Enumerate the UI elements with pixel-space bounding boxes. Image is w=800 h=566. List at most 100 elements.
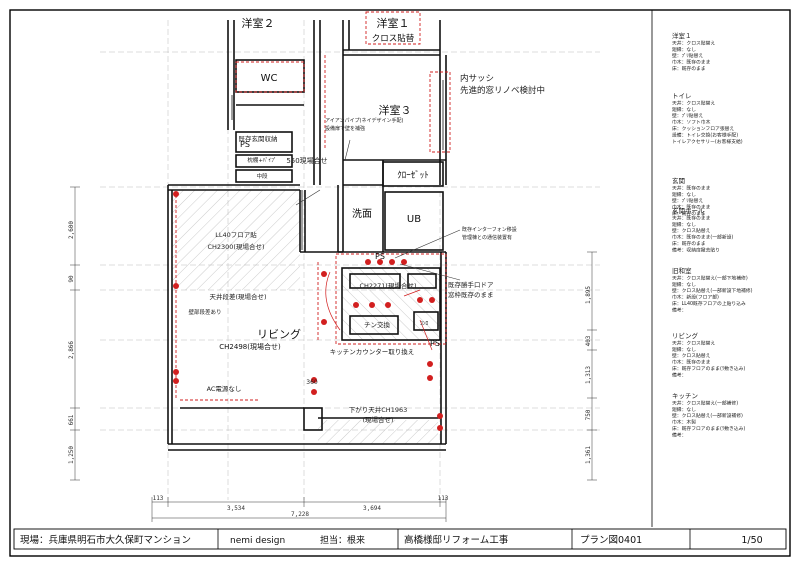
- red-markups: [175, 11, 451, 401]
- site-name: 現場：兵庫県明石市大久保町マンション: [20, 534, 191, 546]
- spec-line: 廻縁：なし: [672, 46, 696, 53]
- spec-line: 廻縁：なし: [672, 281, 696, 288]
- spec-line: 床：既存フロアのまま(ﾜ敷き込み): [672, 365, 745, 372]
- note-inner-sash: 内サッシ: [460, 73, 494, 84]
- spec-line: 床：既存のまま: [672, 65, 706, 72]
- ps-label-3: PS: [430, 339, 440, 348]
- spec-line: 天井：既存のまま: [672, 214, 711, 221]
- living-ceiling-height: CH2498(現場合せ): [219, 342, 281, 351]
- sheet-border: [9, 9, 791, 557]
- note-existing-entrance-storage: 既存玄関収納: [239, 134, 278, 143]
- electrical-symbols: [173, 191, 443, 431]
- spec-line: 床：既存のまま: [672, 240, 706, 247]
- finish-spec-list: 洋室１天井：クロス貼替え廻縁：なし壁：ﾌﾟﾘ貼替え巾木：既存のまま床：既存のまま…: [672, 31, 753, 438]
- note-stove: ｺﾝﾛ: [420, 320, 429, 327]
- dim-left-5: 1,250: [68, 446, 75, 464]
- room-label-senmen: 洗面: [352, 208, 372, 220]
- person-in-charge: 担当：根来: [320, 534, 365, 546]
- spec-line: 天井：クロス貼替え: [672, 99, 715, 106]
- spec-line: 天井：クロス貼替え: [672, 39, 715, 46]
- dim-total: 7,228: [291, 511, 309, 518]
- spec-line: 壁：クロス貼替え: [672, 352, 711, 359]
- spec-line: 床：クッションフロア張替え: [672, 125, 734, 132]
- note-kitchen-counter-swap: キッチンカウンター取り換え: [330, 347, 415, 356]
- spec-line: 天井：既存のまま: [672, 184, 711, 191]
- room-label-ub: UB: [407, 214, 421, 225]
- spec-title: 旧和室: [672, 266, 692, 275]
- note-intercom-2: 管理棟との通信装置有: [462, 234, 512, 241]
- dim-right-4: 750: [585, 409, 592, 420]
- ps-label-1: PS: [240, 140, 250, 149]
- room-label-yoshitsu2: 洋室２: [242, 16, 275, 30]
- note-wall-step: 壁部段差あり: [188, 308, 221, 316]
- note-existing-handle-door: 既存勝手口ドア: [448, 280, 494, 289]
- spec-line: 設備：トイレ交換(お客様手配): [672, 131, 738, 138]
- floor-hatch-area: [172, 190, 300, 290]
- designer-name: nemi design: [230, 536, 285, 546]
- spec-line: 巾木：既存のまま(一部新設): [672, 234, 733, 241]
- note-dim-360: 360: [306, 379, 318, 386]
- spec-line: 壁：ﾌﾟﾘ貼替え: [672, 197, 703, 204]
- spec-line: 巾木：新設(フロア部): [672, 294, 719, 301]
- spec-line: 備考：収納扉撤去貼り: [672, 246, 720, 253]
- dimension-lines: [70, 186, 597, 522]
- spec-line: 壁：クロス貼替え(一部新設下地補修): [672, 287, 753, 294]
- dim-bottom-2: 3,534: [227, 505, 245, 512]
- spec-line: 巾木：ソフト巾木: [672, 119, 711, 126]
- project-name: 高橋様邸リフォーム工事: [404, 534, 509, 546]
- walls: [167, 20, 447, 451]
- cross-replace-label: クロス貼替: [372, 33, 415, 44]
- dim-right-5: 1,361: [585, 446, 592, 464]
- spec-line: 廻縁：なし: [672, 106, 696, 113]
- note-floor-ll40: LL40フロア貼: [215, 230, 257, 239]
- note-iron-pipe: アイアンパイプ(ネイデザイン手配): [325, 117, 404, 124]
- dim-left-1: 2,600: [68, 221, 75, 239]
- note-ac-none: AC電源なし: [207, 384, 242, 393]
- dim-right-2: 403: [585, 335, 592, 346]
- note-adjust-550: 550現場合せ: [286, 156, 327, 165]
- spec-line: 床：LL40既存フロアの上貼り込み: [672, 300, 746, 307]
- note-pipe: 枕棚+ﾊﾟｲﾌﾟ: [247, 156, 276, 164]
- spec-line: 巾木：木製: [672, 419, 696, 426]
- spec-line: 天井：クロス貼替え(一部補修): [672, 399, 738, 406]
- dim-bottom-3: 3,694: [363, 505, 381, 512]
- spec-line: 壁：ﾌﾟﾘ貼替え: [672, 52, 703, 59]
- spec-line: 壁：クロス貼替え(一部新設補修): [672, 412, 743, 419]
- spec-title: キッチン: [672, 392, 698, 400]
- room-label-living: リビング: [257, 327, 301, 341]
- note-lowered-ceiling-sub: (現場合せ): [362, 415, 393, 424]
- dim-bottom-4: 113: [438, 495, 449, 502]
- spec-title: 玄関: [672, 176, 685, 185]
- spec-line: 天井：クロス貼替え(一部下地補修): [672, 274, 748, 281]
- dim-bottom-1: 113: [153, 495, 164, 502]
- note-ceiling-step: 天井段差(現場合せ): [209, 292, 266, 301]
- spec-line: 巾木：既存のまま: [672, 204, 711, 211]
- room-label-wc: WC: [261, 73, 278, 84]
- spec-line: 壁：クロス貼替え: [672, 227, 711, 234]
- note-kitchen-system: チン交換: [364, 320, 391, 329]
- spec-title: リビング: [672, 331, 699, 340]
- note-lowered-ceiling: 下がり天井CH1963: [349, 405, 407, 414]
- dim-left-4: 661: [68, 414, 75, 425]
- dim-left-3: 2,866: [68, 341, 75, 359]
- room-label-yoshitsu1: 洋室１: [377, 16, 410, 30]
- note-floor-ch: CH2300(現場合せ): [207, 242, 264, 251]
- spec-title: 洋室１: [672, 31, 692, 40]
- note-existing-window-frame: 窓枠既存のまま: [448, 290, 494, 299]
- title-block: 現場：兵庫県明石市大久保町マンション nemi design 担当：根来 高橋様…: [13, 528, 787, 550]
- plan-number: プラン図0401: [580, 535, 642, 546]
- ps-label-2: PS: [375, 252, 385, 261]
- spec-line: 巾木：既存のまま: [672, 59, 711, 66]
- spec-line: 天井：クロス貼替え: [672, 339, 715, 346]
- note-shelf: 中段: [256, 172, 268, 180]
- drawing-scale: 1/50: [741, 535, 762, 546]
- note-intercom: 既存インターフォン移設: [462, 226, 517, 233]
- spec-line: 廻縁：なし: [672, 191, 696, 198]
- spec-line: 壁：ﾌﾟﾘ貼替え: [672, 112, 703, 119]
- dim-right-3: 1,313: [585, 366, 592, 384]
- spec-line: 廻縁：なし: [672, 221, 696, 228]
- note-advanced-window: 先進的窓リノベ検討中: [460, 85, 545, 96]
- spec-title: トイレ: [672, 92, 692, 100]
